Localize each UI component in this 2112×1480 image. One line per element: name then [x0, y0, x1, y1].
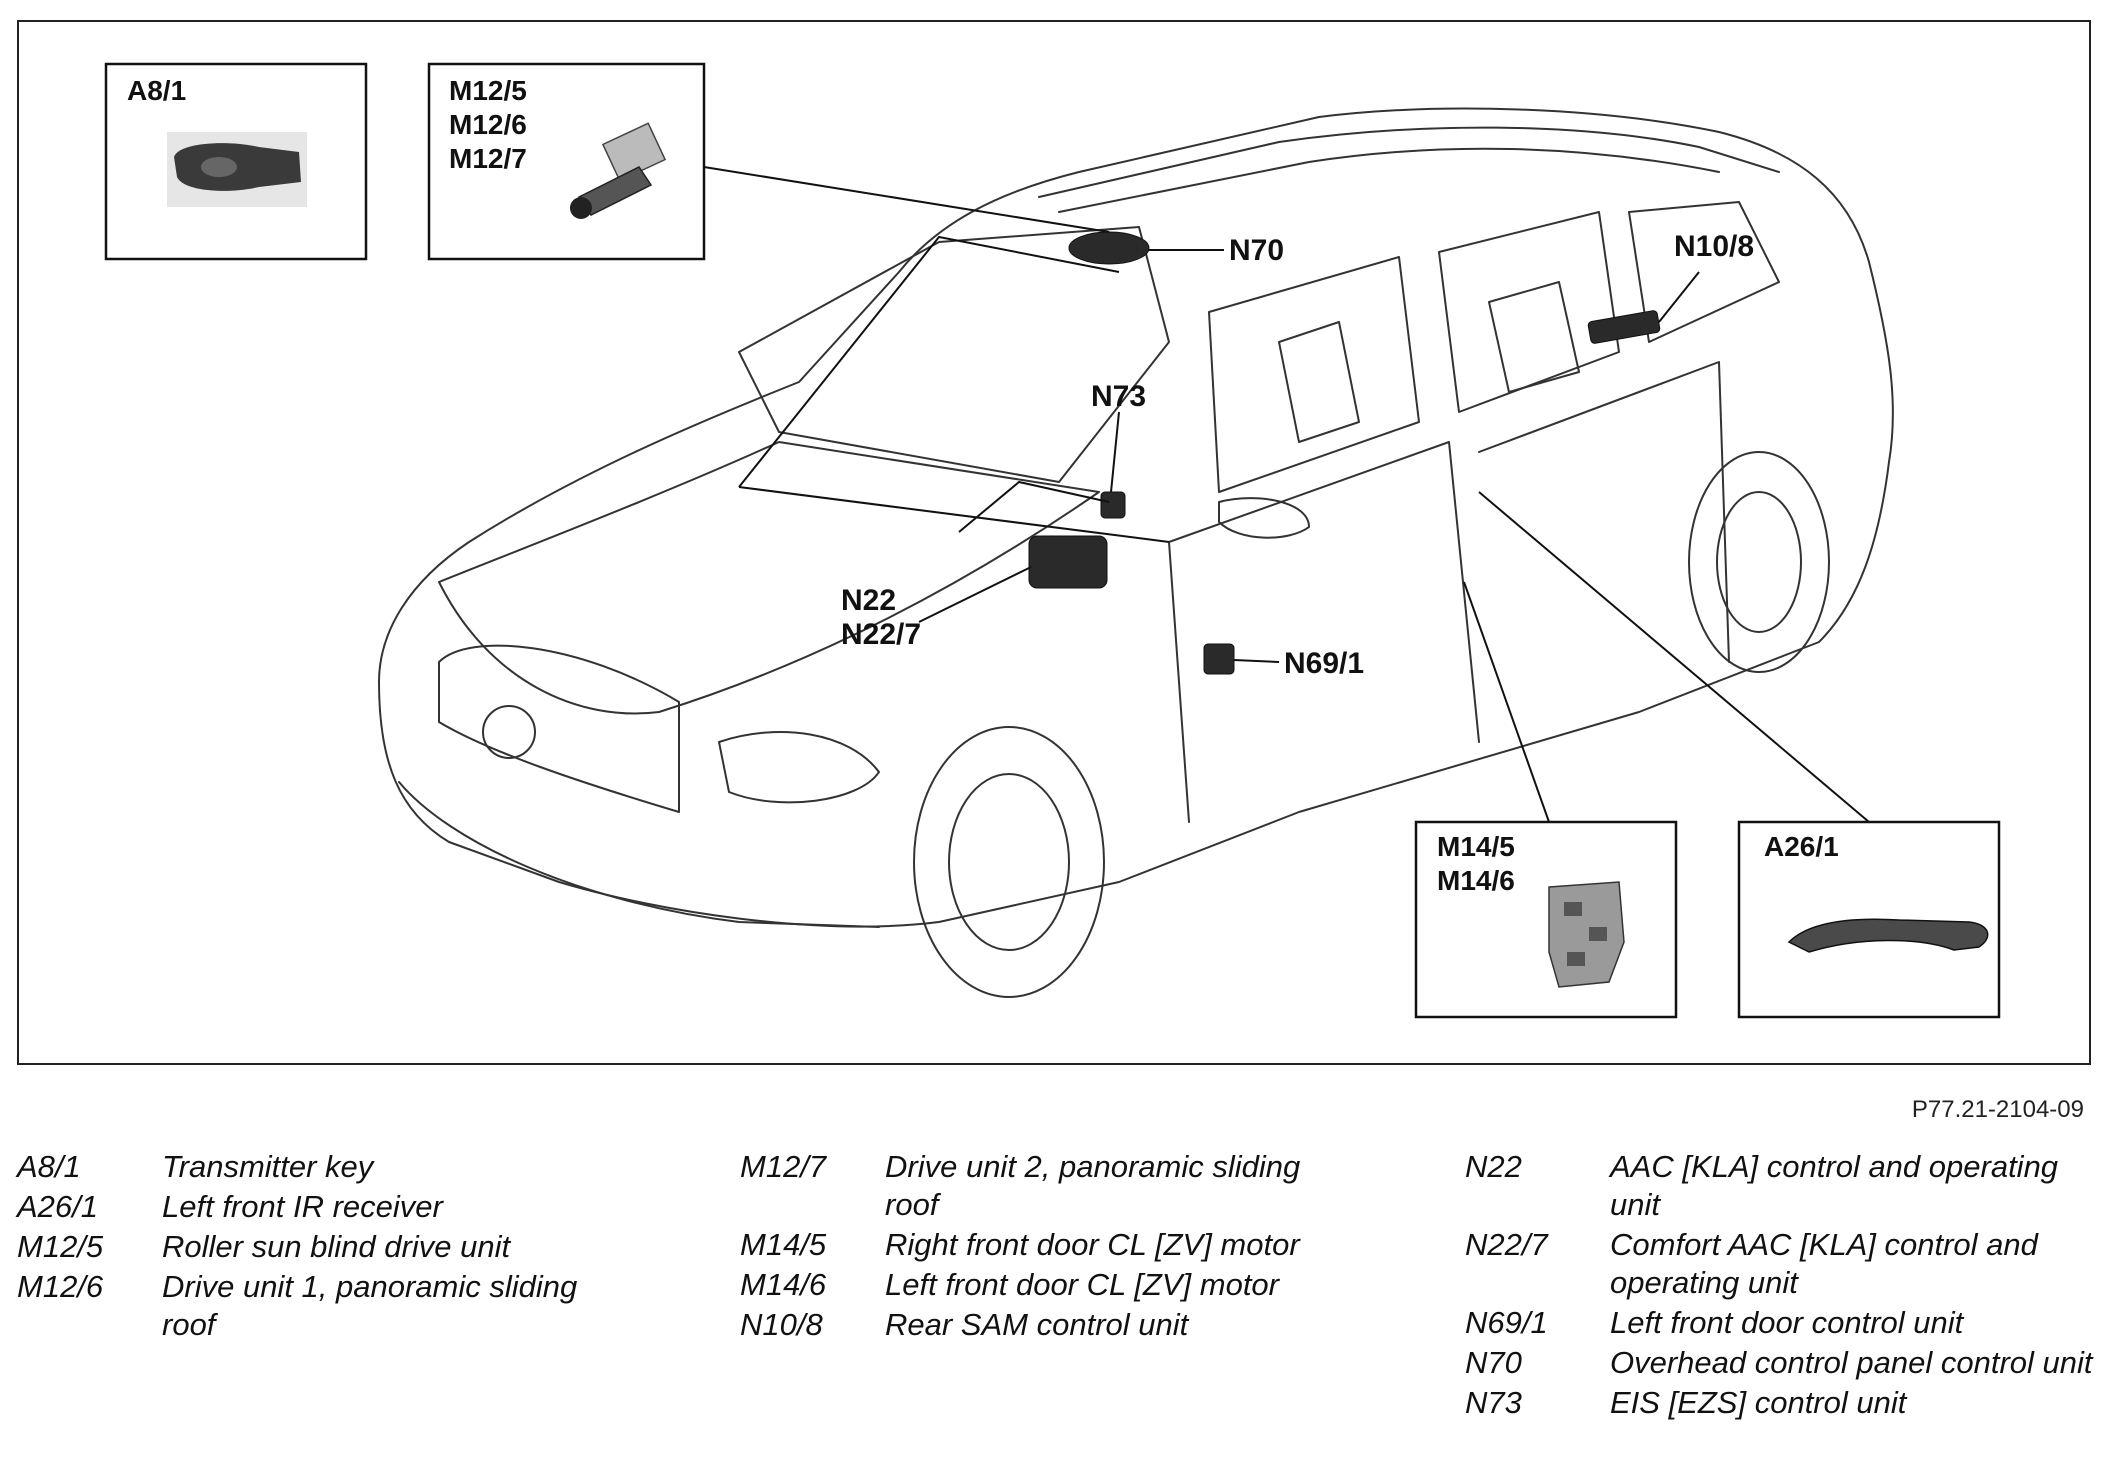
legend-code: N22: [1465, 1149, 1522, 1184]
front-wheel: [913, 726, 1105, 998]
legend-code: N73: [1465, 1385, 1522, 1420]
n10-8-component: [1587, 310, 1661, 344]
legend-description: Overhead control panel control unit: [1610, 1345, 2093, 1380]
legend-code: N69/1: [1465, 1305, 1548, 1340]
front-side-window: [1208, 256, 1420, 493]
callout-m12: M12/5 M12/6 M12/7: [449, 75, 527, 174]
leader-m12: [703, 166, 1110, 233]
legend-description: Drive unit 1, panoramic sliding roof: [162, 1269, 578, 1342]
grille: [438, 644, 680, 813]
car-line-drawing: [104, 62, 2001, 1019]
legend-code: N10/8: [740, 1307, 823, 1342]
legend-item: A26/1 Left front IR receiver: [17, 1188, 627, 1226]
car-body-outline: [378, 107, 1894, 928]
legend-description: Left front door control unit: [1610, 1305, 1964, 1340]
legend-item: N22 AAC [KLA] control and operating unit: [1465, 1148, 2095, 1224]
figure-code: P77.21-2104-09: [1911, 1096, 2084, 1123]
legend-code: M14/6: [740, 1267, 827, 1302]
component-location-figure: A8/1 M12/5 M12/6 M12/7 M14/5 M14/6 A26/1…: [17, 20, 2091, 1065]
leader-n73: [1110, 411, 1120, 493]
n22-component: [1028, 535, 1108, 589]
legend-item: M12/5 Roller sun blind drive unit: [17, 1228, 627, 1266]
leader-a26-1: [1478, 491, 1870, 823]
leader-m14: [1463, 581, 1550, 823]
legend-description: Left front door CL [ZV] motor: [885, 1267, 1279, 1302]
legend-description: AAC [KLA] control and operating unit: [1610, 1149, 2059, 1222]
legend-item: M14/6 Left front door CL [ZV] motor: [740, 1266, 1350, 1304]
legend-code: M14/5: [740, 1227, 827, 1262]
callout-n70: N70: [1229, 234, 1285, 267]
legend-item: M14/5 Right front door CL [ZV] motor: [740, 1226, 1350, 1264]
legend-description: Drive unit 2, panoramic sliding roof: [885, 1149, 1301, 1222]
inset-m14: [1414, 820, 1678, 1019]
windshield: [738, 226, 1170, 483]
legend-code: M12/5: [17, 1229, 104, 1264]
seat-hint: [1278, 281, 1580, 443]
legend-code: M12/6: [17, 1269, 104, 1304]
rear-quarter-window: [1628, 201, 1780, 343]
callout-n22: N22 N22/7: [841, 584, 922, 651]
legend-code: N22/7: [1465, 1227, 1548, 1262]
legend-description: EIS [EZS] control unit: [1610, 1385, 1907, 1420]
emblem: [482, 705, 536, 759]
legend-item: N69/1 Left front door control unit: [1465, 1304, 2095, 1342]
legend-item: M12/6 Drive unit 1, panoramic sliding roo…: [17, 1268, 627, 1344]
legend-code: A8/1: [17, 1149, 81, 1184]
callout-a26-1: A26/1: [1764, 831, 1839, 862]
roof-rail: [1058, 147, 1720, 213]
n70-component: [1068, 231, 1150, 265]
legend-item: A8/1 Transmitter key: [17, 1148, 627, 1186]
transmitter-key-icon: [167, 132, 307, 207]
leader-n69-1: [1233, 659, 1280, 663]
legend-description: Roller sun blind drive unit: [162, 1229, 511, 1264]
legend-description: Right front door CL [ZV] motor: [885, 1227, 1300, 1262]
ir-receiver-handle-icon: [1787, 918, 1989, 953]
callout-n10-8: N10/8: [1674, 230, 1755, 263]
side-mirror: [1218, 497, 1310, 539]
legend-code: M12/7: [740, 1149, 827, 1184]
legend-item: N22/7 Comfort AAC [KLA] control and opera…: [1465, 1226, 2095, 1302]
car-roof: [1038, 126, 1780, 198]
leader-n10-8: [1658, 271, 1700, 323]
rear-side-window: [1438, 211, 1620, 413]
callout-a8-1: A8/1: [127, 75, 187, 106]
legend-code: N70: [1465, 1345, 1522, 1380]
headlight: [718, 731, 880, 804]
legend-description: Comfort AAC [KLA] control and operating …: [1610, 1227, 2038, 1300]
legend-item: N70 Overhead control panel control unit: [1465, 1344, 2095, 1382]
n69-1-component: [1203, 643, 1235, 675]
legend-description: Transmitter key: [162, 1149, 374, 1184]
callout-n73: N73: [1091, 380, 1147, 413]
n73-component: [1100, 491, 1126, 519]
leader-box: [738, 235, 1170, 543]
leader-n22: [918, 566, 1032, 623]
legend-item: N73 EIS [EZS] control unit: [1465, 1384, 2095, 1422]
drive-unit-icon: [570, 122, 667, 219]
callout-m14: M14/5 M14/6: [1437, 831, 1515, 896]
hood: [438, 441, 1100, 715]
callout-n69-1: N69/1: [1284, 647, 1365, 680]
legend-item: M12/7 Drive unit 2, panoramic sliding roo…: [740, 1148, 1350, 1224]
legend-column-2: M12/7 Drive unit 2, panoramic sliding roo…: [740, 1148, 1350, 1346]
legend-code: A26/1: [17, 1189, 99, 1224]
front-door: [1168, 441, 1480, 823]
rear-wheel: [1688, 451, 1830, 673]
rear-door: [1478, 361, 1730, 663]
door-lock-motor-icon: [1548, 881, 1625, 988]
front-bumper: [398, 781, 880, 928]
legend-description: Rear SAM control unit: [885, 1307, 1189, 1342]
legend-item: N10/8 Rear SAM control unit: [740, 1306, 1350, 1344]
legend-description: Left front IR receiver: [162, 1189, 443, 1224]
